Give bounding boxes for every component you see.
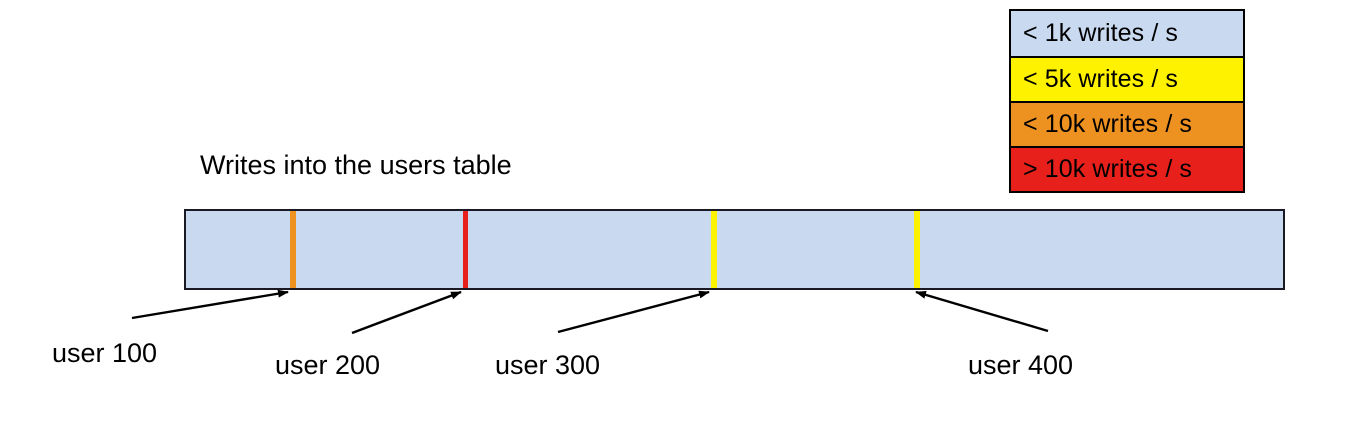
user-200-stripe xyxy=(463,211,468,288)
user-100-stripe xyxy=(290,211,296,288)
legend-row-lt-10k: < 10k writes / s xyxy=(1011,101,1243,146)
chart-title: Writes into the users table xyxy=(200,150,512,180)
user-400-stripe xyxy=(914,211,920,288)
user-200-arrow xyxy=(351,290,462,335)
legend-row-lt-5k: < 5k writes / s xyxy=(1011,56,1243,101)
legend-label: < 1k writes / s xyxy=(1023,19,1179,47)
users-table-bar xyxy=(184,209,1285,290)
pointer-label-user-400: user 400 xyxy=(968,350,1074,380)
pointer-label-user-200: user 200 xyxy=(275,350,381,380)
legend-label: > 10k writes / s xyxy=(1023,155,1193,183)
write-rate-legend: < 1k writes / s < 5k writes / s < 10k wr… xyxy=(1009,9,1245,193)
pointer-label-user-100: user 100 xyxy=(52,338,158,368)
legend-label: < 10k writes / s xyxy=(1023,110,1193,138)
legend-row-lt-1k: < 1k writes / s xyxy=(1011,11,1243,56)
legend-row-gt-10k: > 10k writes / s xyxy=(1011,146,1243,191)
user-300-stripe xyxy=(711,211,717,288)
legend-label: < 5k writes / s xyxy=(1023,65,1179,93)
pointer-label-user-300: user 300 xyxy=(495,350,601,380)
user-100-arrow xyxy=(131,289,289,320)
user-300-arrow xyxy=(557,290,710,334)
user-400-arrow xyxy=(915,290,1049,333)
